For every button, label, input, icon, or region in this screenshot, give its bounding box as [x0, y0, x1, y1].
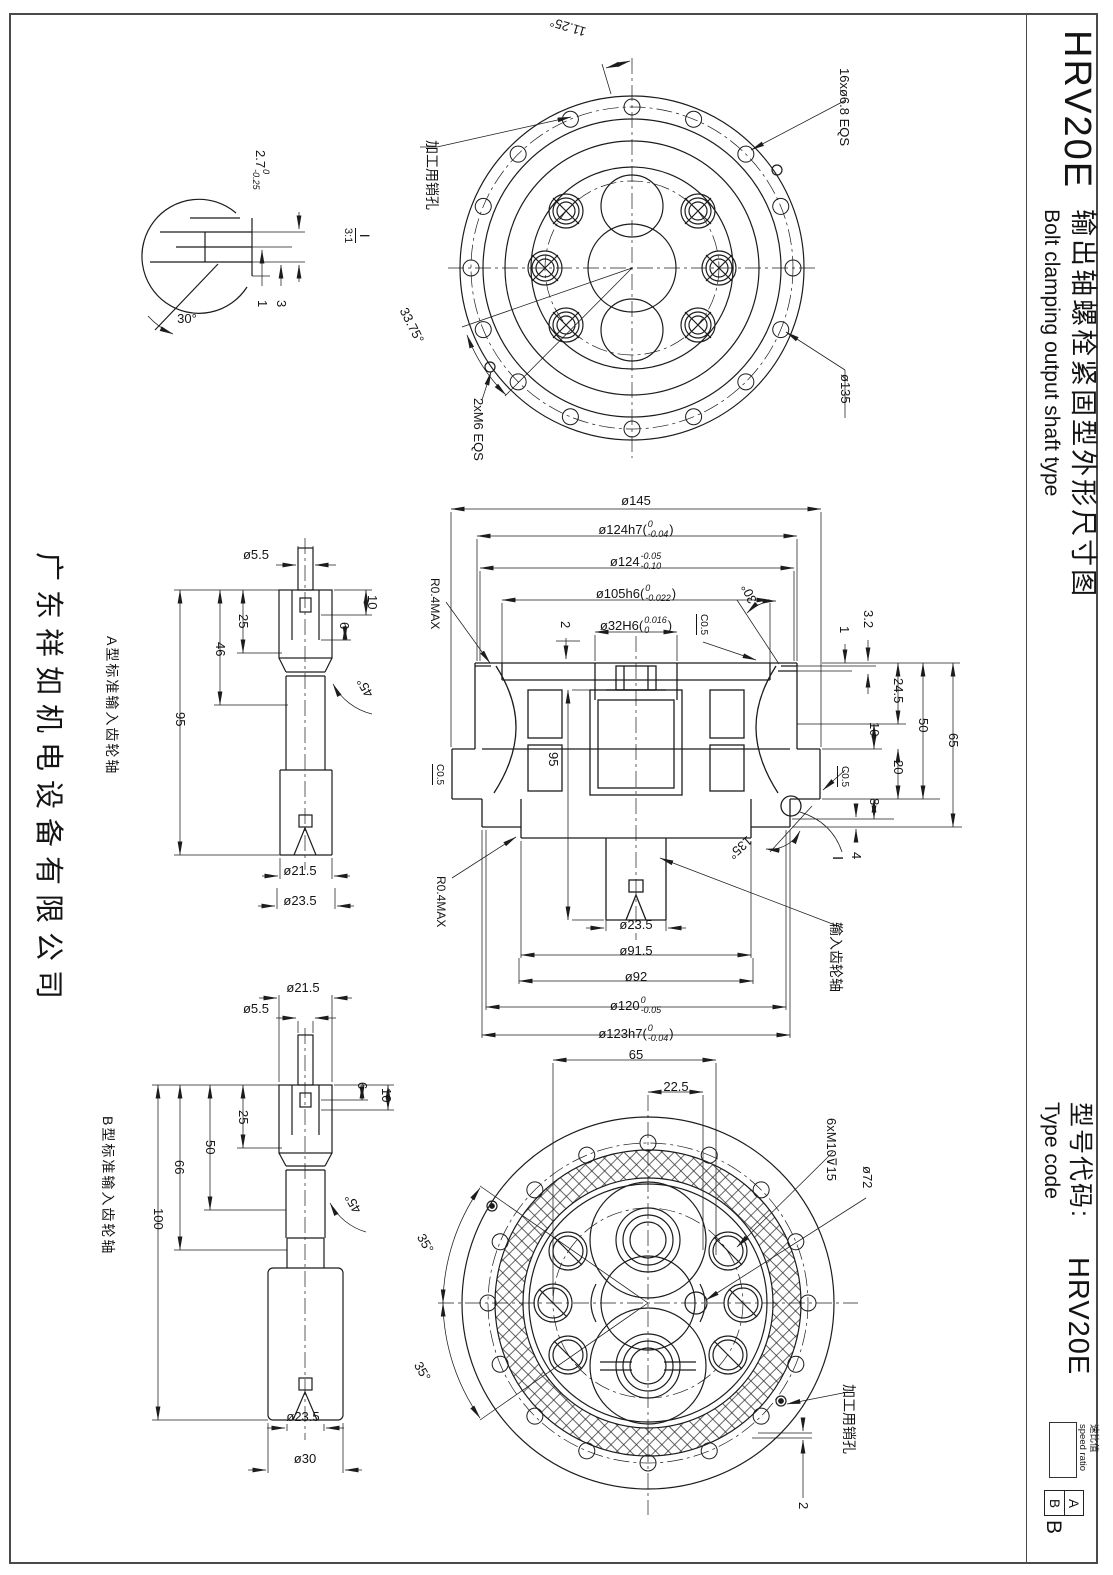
section-chamfer-c05-right: C0.5: [837, 766, 850, 788]
shaft-a-dim-25: 25: [236, 614, 251, 629]
company-name: 广东祥如机电设备有限公司: [32, 552, 64, 1009]
shaft-b-dim-10: 10: [379, 1088, 394, 1103]
shaft-a-dim-10: 10: [365, 595, 380, 610]
section-dim-95: 95: [546, 752, 561, 767]
section-dim-20: 20: [891, 760, 906, 775]
shaft-a-dims: [174, 546, 373, 909]
detail-dim-1: 1: [255, 300, 270, 308]
section-dim-92: ø92: [624, 969, 648, 984]
shaft-b-dim-66: 66: [172, 1160, 187, 1175]
shaft-b-dims: [152, 995, 394, 1473]
section-dim-124: ø124-0.05-0.10: [609, 551, 662, 571]
rear-view-dims: [440, 1151, 867, 1498]
section-dim-4: 4: [849, 852, 864, 860]
section-dim-145: ø145: [621, 493, 651, 508]
section-radius-upper: R0.4MAX: [428, 578, 442, 630]
shaft-b-dim-100: 100: [151, 1208, 166, 1230]
sheet-title-text: 输出轴螺栓紧固型外形尺寸图 Bolt clamping output shaft…: [1040, 209, 1098, 600]
front-label-pin-hole: 加工用销孔: [424, 140, 440, 210]
type-code-model: HRV20E: [1062, 1256, 1094, 1376]
speed-ratio-caption: 速比值 speed ratio: [1076, 1424, 1099, 1471]
front-view-centerlines: [448, 58, 816, 458]
rear-dim-72: ø72: [860, 1166, 875, 1189]
rear-dim-22-5: 22.5: [663, 1079, 689, 1094]
front-dim-bolt-holes: 16xø6.8 EQS: [837, 68, 852, 147]
speed-ratio-cn: 速比值: [1088, 1424, 1099, 1453]
section-dim-23-5: ø23.5: [619, 917, 653, 932]
shaft-b-dim-50: 50: [203, 1140, 218, 1155]
type-option-cell-b: B: [1045, 1491, 1065, 1515]
section-view-geometry: [451, 662, 821, 921]
section-dim-124h7: ø124h7(0-0.04): [598, 519, 674, 539]
shaft-b-geometry: [267, 1034, 344, 1421]
section-dim-50: 50: [916, 718, 931, 733]
shaft-b-dim-25: 25: [236, 1110, 251, 1125]
section-detail-ref: I: [829, 856, 846, 861]
section-dim-24-5: 24.5: [891, 678, 906, 704]
shaft-b-dim-21-5: ø21.5: [286, 980, 320, 995]
shaft-b-dim-23-5: ø23.5: [286, 1409, 320, 1424]
shaft-a-geometry: [278, 547, 333, 856]
sheet-title-en: Bolt clamping output shaft type: [1040, 209, 1063, 497]
section-dim-1: 1: [837, 626, 852, 634]
front-dim-bolt-circle: ø135: [838, 374, 853, 404]
section-dim-65: 65: [946, 733, 961, 748]
type-code-labels: 型号代码: Type code: [1040, 1102, 1094, 1219]
rear-label-pin-hole: 加工用销孔: [841, 1384, 857, 1454]
section-dim-2: 2: [558, 621, 573, 629]
section-dim-105h6: ø105h6(0-0.022): [595, 583, 677, 603]
section-dim-8: 8: [867, 798, 882, 806]
shaft-a-dim-21-5: ø21.5: [283, 863, 317, 878]
detail-view-dims: [147, 212, 305, 335]
shaft-b-dim-5-5: ø5.5: [242, 1001, 270, 1016]
section-view-dims: [445, 506, 962, 1296]
shaft-a-dim-5-5: ø5.5: [242, 547, 270, 562]
shaft-a-dim-95: 95: [173, 712, 188, 727]
rear-dim-2: 2: [796, 1502, 811, 1510]
front-dim-2xm6: 2xM6 EQS: [471, 398, 486, 461]
shaft-a-dim-6: 6: [337, 622, 352, 630]
sheet-border: [9, 13, 1098, 1564]
fraction-bar: [355, 228, 356, 244]
type-code-label-en: Type code: [1040, 1102, 1063, 1199]
section-chamfer-c05-top: C0.5: [696, 614, 709, 636]
type-code-label-cn: 型号代码:: [1066, 1102, 1094, 1219]
shaft-a-dim-23-5: ø23.5: [283, 893, 317, 908]
section-label-input-shaft: 输入齿轮轴: [828, 922, 844, 992]
speed-ratio-en: speed ratio: [1076, 1424, 1088, 1472]
shaft-b-dim-30: ø30: [293, 1451, 317, 1466]
type-code-block: 型号代码: Type code HRV20E: [1040, 1102, 1094, 1376]
sheet-title-cn: 输出轴螺栓紧固型外形尺寸图: [1068, 209, 1098, 600]
detail-dim-30deg: 30°: [177, 311, 197, 326]
detail-dim-3: 3: [274, 300, 289, 308]
type-option-cell-a: A: [1066, 1498, 1082, 1508]
front-view-dims: [420, 60, 847, 418]
shaft-a-title: A型标准输入齿轮轴: [104, 636, 120, 776]
section-dim-3-2: 3.2: [861, 610, 876, 629]
rear-dim-tapped: 6xM10⊽15: [824, 1118, 839, 1181]
rear-dim-65: 65: [628, 1047, 644, 1062]
sheet-model: HRV20E: [1056, 30, 1098, 190]
section-chamfer-c05-left: C0.5: [432, 764, 445, 786]
section-dim-91-5: ø91.5: [619, 943, 653, 958]
right-panel-divider: [1026, 13, 1027, 1564]
shaft-a-dim-46: 46: [213, 642, 228, 657]
type-option-box: B A: [1044, 1490, 1084, 1516]
speed-ratio-box: [1049, 1422, 1077, 1478]
shaft-b-dim-6: 6: [355, 1082, 370, 1090]
shaft-b-title: B型标准输入齿轮轴: [100, 1116, 116, 1256]
section-dim-123h7: ø123h7(0-0.04): [598, 1023, 674, 1043]
sheet-title-block: HRV20E 输出轴螺栓紧固型外形尺寸图 Bolt clamping outpu…: [1040, 30, 1098, 600]
section-dim-10: 10: [867, 722, 882, 737]
section-radius-lower: R0.4MAX: [434, 876, 448, 928]
detail-view-geometry: [141, 198, 253, 331]
type-option-selected: B: [1042, 1520, 1065, 1535]
